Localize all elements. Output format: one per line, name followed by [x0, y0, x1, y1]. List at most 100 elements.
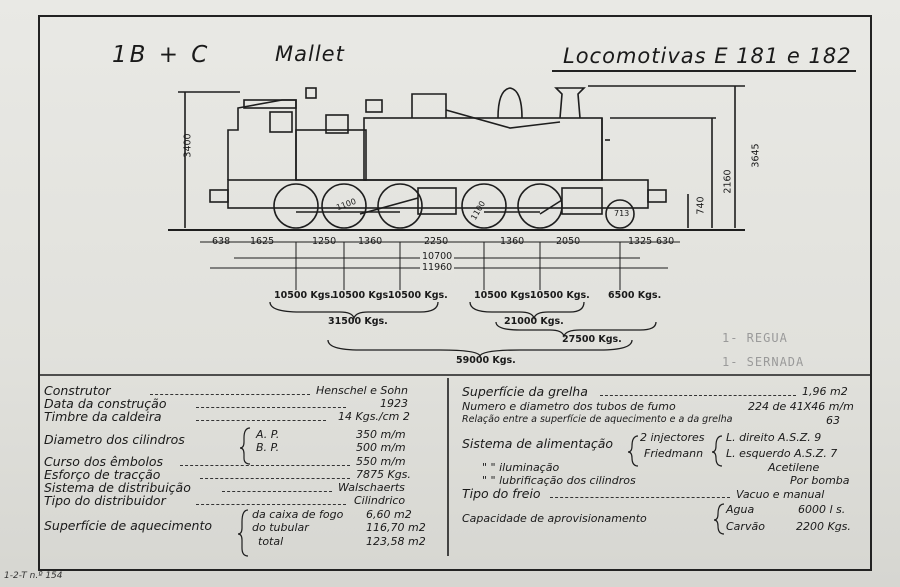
- spec-value: Henschel e Sohn: [316, 384, 409, 397]
- whistle: [305, 87, 317, 99]
- axle-weight-3: 10500 Kgs.: [388, 290, 448, 301]
- dim-height-740: 740: [695, 196, 707, 215]
- spec-label: Sistema de distribuição: [44, 480, 191, 495]
- dim-wheelbase: 10700: [420, 251, 455, 262]
- spec-value: 63: [826, 414, 840, 427]
- spec-label: Timbre da caldeira: [44, 409, 162, 424]
- cab-window: [269, 111, 293, 133]
- wheel-5: [517, 183, 563, 229]
- spec-value: Vacuo e manual: [736, 488, 825, 501]
- page-title: Locomotivas E 181 e 182: [563, 44, 852, 68]
- spec-label: Sistema de alimentação: [462, 436, 614, 451]
- spec-label: " " lubrificação dos cilindros: [482, 474, 636, 487]
- group-weight-front: 21000 Kgs.: [504, 316, 564, 327]
- wheel-arrangement: 1B + C: [112, 42, 211, 68]
- spec-value: 224 de 41X46 m/m: [748, 400, 854, 413]
- axle-weight-1: 10500 Kgs.: [274, 290, 334, 301]
- spec-sub-key: B. P.: [256, 441, 280, 454]
- locomotive-type: Mallet: [275, 42, 345, 66]
- spec-label: Capacidade de aprovisionamento: [462, 512, 647, 525]
- axle-weight-4: 10500 Kgs.: [474, 290, 534, 301]
- dim-spacing-3: 1250: [312, 236, 337, 247]
- cab-roof: [243, 99, 297, 109]
- spec-value: Acetilene: [768, 461, 820, 474]
- chimney: [554, 87, 586, 119]
- spec-value: Cilindrico: [354, 494, 406, 507]
- dim-spacing-5: 2250: [424, 236, 449, 247]
- spec-label: Data da construção: [44, 396, 167, 411]
- spec-value: 550 m/m: [356, 455, 406, 468]
- dim-spacing-8: 1325: [628, 236, 653, 247]
- spec-sub-key: A. P.: [256, 428, 280, 441]
- spec-sub-value: 500 m/m: [356, 441, 406, 454]
- note-sernada: 1- SERNADA: [722, 355, 805, 369]
- front-cylinder: [561, 187, 603, 215]
- spec-sub-key: do tubular: [252, 521, 309, 534]
- wheel-2: [321, 183, 367, 229]
- total-weight: 59000 Kgs.: [456, 355, 516, 366]
- pony-wheel: [605, 199, 635, 229]
- spec-sub-key: total: [258, 535, 284, 548]
- spec-sub-key: da caixa de fogo: [252, 508, 344, 521]
- front-buffer: [647, 189, 667, 203]
- boiler: [363, 117, 603, 181]
- dim-height-3645: 3645: [750, 143, 762, 168]
- spec-sub-key: Friedmann: [644, 447, 704, 460]
- dim-height-2160: 2160: [722, 169, 734, 194]
- spec-sub-value: 350 m/m: [356, 428, 406, 441]
- steam-dome: [411, 93, 447, 118]
- spec-sub-value: L. direito A.S.Z. 9: [726, 431, 822, 444]
- dim-spacing-4: 1360: [358, 236, 383, 247]
- spec-sub-key: 2 injectores: [640, 431, 705, 444]
- group-weight-front-pony: 27500 Kgs.: [562, 334, 622, 345]
- sand-dome: [497, 87, 523, 119]
- rear-cylinder: [417, 187, 457, 215]
- sheet-border: [38, 15, 872, 571]
- safety-valves: [365, 99, 383, 113]
- spec-label: Construtor: [44, 383, 111, 398]
- wheel-4: [461, 183, 507, 229]
- spec-sub-value: 116,70 m2: [366, 521, 426, 534]
- archive-mark: 1-2-T n.º 154: [4, 571, 63, 581]
- spec-label: Superfície de aquecimento: [44, 518, 212, 533]
- spec-label: Relação entre a superfície de aqueciment…: [462, 414, 733, 425]
- spec-sub-value: 6,60 m2: [366, 508, 412, 521]
- dim-spacing-2: 1625: [250, 236, 275, 247]
- note-regua: 1- REGUA: [722, 331, 788, 345]
- spec-value: 1923: [380, 397, 408, 410]
- axle-weight-6: 6500 Kgs.: [608, 290, 662, 301]
- wheel-diam-pony: 713: [614, 209, 630, 218]
- wheel-3: [377, 183, 423, 229]
- spec-label: Superfície da grelha: [462, 384, 588, 399]
- spec-value: 7875 Kgs.: [356, 468, 411, 481]
- spec-value: 14 Kgs./cm 2: [338, 410, 410, 423]
- spec-label: Diametro dos cilindros: [44, 432, 185, 447]
- group-weight-rear: 31500 Kgs.: [328, 316, 388, 327]
- title-underline: [552, 70, 856, 72]
- sandbox: [325, 114, 349, 134]
- axle-weight-5: 10500 Kgs.: [530, 290, 590, 301]
- spec-value: Por bomba: [790, 474, 850, 487]
- spec-sub-value: 123,58 m2: [366, 535, 426, 548]
- dim-spacing-7: 2050: [556, 236, 581, 247]
- spec-label: Numero e diametro dos tubos de fumo: [462, 400, 676, 413]
- side-tank: [295, 129, 367, 181]
- spec-label: Curso dos êmbolos: [44, 454, 164, 469]
- spec-sub-value: 6000 l s.: [798, 503, 846, 516]
- dim-height-3400: 3400: [182, 133, 194, 158]
- spec-label: Esforço de tracção: [44, 467, 161, 482]
- dim-spacing-6: 1360: [500, 236, 525, 247]
- spec-label: " " iluminação: [482, 461, 560, 474]
- spec-sub-value: 2200 Kgs.: [796, 520, 851, 533]
- spec-sub-value: L. esquerdo A.S.Z. 7: [726, 447, 838, 460]
- spec-value: Walschaerts: [338, 481, 405, 494]
- dim-overall-length: 11960: [420, 262, 455, 273]
- spec-value: 1,96 m2: [802, 385, 848, 398]
- spec-label: Tipo do distribuidor: [44, 493, 166, 508]
- dim-spacing-9: 630: [656, 236, 675, 247]
- spec-label: Tipo do freio: [462, 486, 541, 501]
- dim-spacing-1: 638: [212, 236, 231, 247]
- spec-sub-key: Agua: [726, 503, 755, 516]
